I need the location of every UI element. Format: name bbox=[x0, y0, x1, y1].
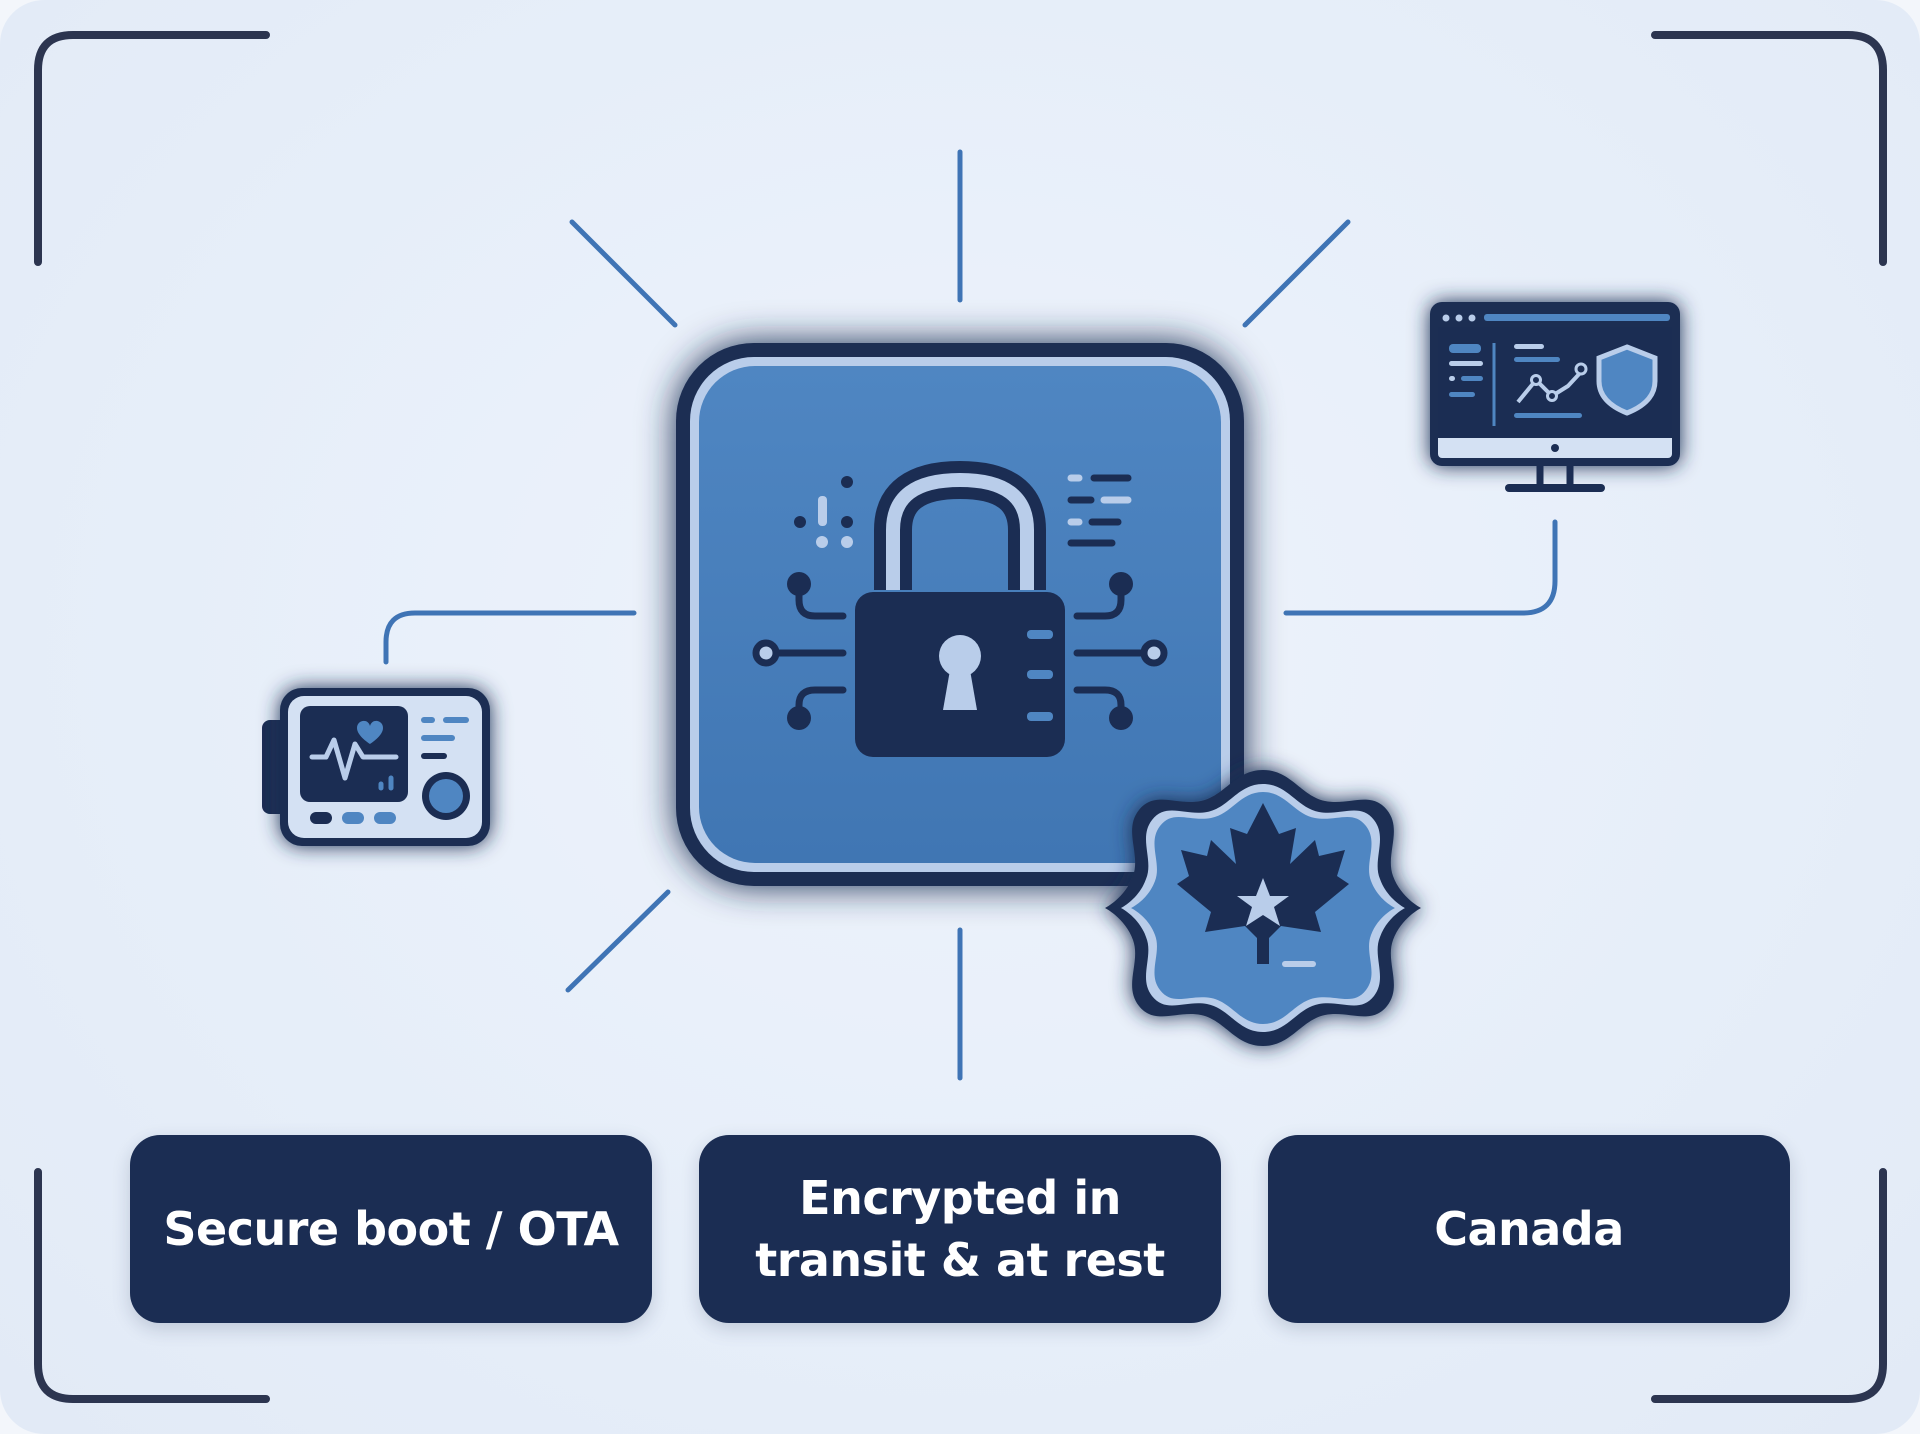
dashboard-monitor-shield-icon bbox=[1430, 302, 1680, 492]
ray-top-left bbox=[569, 219, 678, 328]
medical-monitor-device-icon bbox=[262, 688, 490, 846]
ray-bottom-left bbox=[565, 889, 671, 993]
connector-right bbox=[1283, 519, 1558, 616]
label-encrypted-transit-rest: Encrypted in transit & at rest bbox=[699, 1135, 1221, 1323]
label-secure-boot-ota: Secure boot / OTA bbox=[130, 1135, 652, 1323]
corner-bracket-bottom-right bbox=[1651, 1168, 1887, 1403]
corner-bracket-bottom-left bbox=[34, 1168, 270, 1403]
radiating-rays bbox=[565, 149, 1351, 1081]
label-canada-text: Canada bbox=[1434, 1202, 1624, 1256]
connector-left bbox=[383, 610, 637, 665]
corner-bracket-top-left bbox=[34, 31, 270, 266]
label-canada: Canada bbox=[1268, 1135, 1790, 1323]
connectors bbox=[383, 519, 1558, 665]
maple-leaf-badge-icon bbox=[1105, 770, 1421, 1046]
padlock-circuit-icon bbox=[676, 343, 1244, 886]
corner-brackets bbox=[34, 31, 1887, 1403]
corner-bracket-top-right bbox=[1651, 31, 1887, 266]
label-encrypted-transit-rest-text: Encrypted in transit & at rest bbox=[755, 1171, 1165, 1287]
label-secure-boot-ota-text: Secure boot / OTA bbox=[163, 1202, 619, 1256]
ray-top-right bbox=[1242, 219, 1351, 328]
